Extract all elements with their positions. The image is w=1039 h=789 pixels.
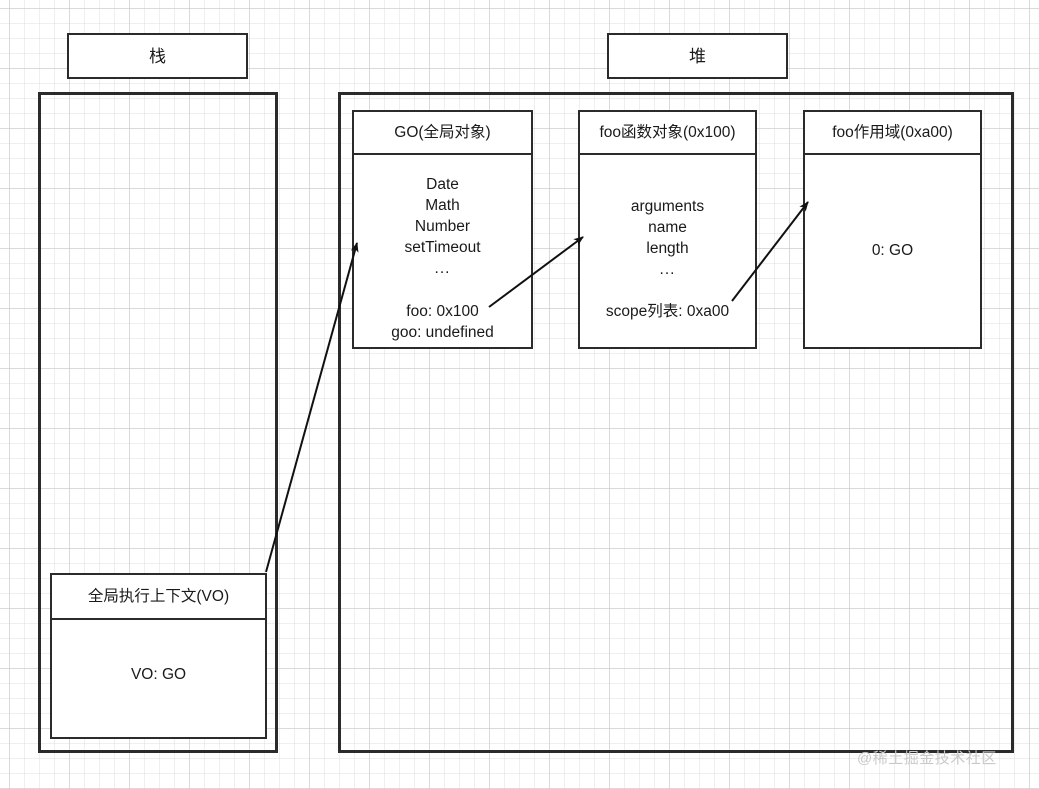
goo-entry: goo: undefined — [391, 324, 494, 341]
foo-function-object-body: arguments name length ... scope列表: 0xa00 — [580, 155, 755, 347]
foo-function-object-property-list: arguments name length ... — [580, 196, 755, 280]
stack-title-label: 栈 — [149, 46, 166, 66]
global-execution-context-value: VO: GO — [130, 666, 187, 683]
foo-scope-header: foo作用域(0xa00) — [805, 112, 980, 155]
heap-title-box: 堆 — [607, 33, 788, 79]
global-object-title: GO(全局对象) — [394, 123, 491, 141]
property-item: name — [648, 219, 687, 236]
watermark: @稀土掘金技术社区 — [857, 750, 997, 767]
property-item: Math — [425, 197, 460, 214]
property-item: Date — [426, 176, 459, 193]
foo-function-object-card: foo函数对象(0x100) arguments name length ...… — [578, 110, 757, 349]
stack-title-box: 栈 — [67, 33, 248, 79]
foo-scope-body: 0: GO — [805, 155, 980, 347]
foo-pointer-entry: foo: 0x100 — [406, 303, 479, 320]
global-object-header: GO(全局对象) — [354, 112, 531, 155]
property-item: setTimeout — [404, 239, 481, 256]
global-object-footer-list: foo: 0x100 goo: undefined — [354, 301, 531, 343]
foo-scope-card: foo作用域(0xa00) 0: GO — [803, 110, 982, 349]
property-item: arguments — [630, 198, 705, 215]
global-execution-context-body: VO: GO — [52, 620, 265, 737]
global-object-property-list: Date Math Number setTimeout ... — [354, 174, 531, 279]
property-item: Number — [414, 218, 471, 235]
foo-function-object-footer-list: scope列表: 0xa00 — [580, 301, 755, 322]
foo-scope-entry: 0: GO — [871, 242, 914, 259]
global-execution-context-header: 全局执行上下文(VO) — [52, 575, 265, 620]
foo-function-object-title: foo函数对象(0x100) — [599, 123, 736, 141]
heap-title-label: 堆 — [689, 46, 706, 66]
property-item: length — [646, 240, 689, 257]
foo-scope-title: foo作用域(0xa00) — [832, 123, 953, 141]
global-execution-context-card: 全局执行上下文(VO) VO: GO — [50, 573, 267, 739]
property-ellipsis: ... — [659, 261, 676, 278]
scope-list-entry: scope列表: 0xa00 — [605, 303, 730, 320]
global-object-body: Date Math Number setTimeout ... foo: 0x1… — [354, 155, 531, 347]
property-ellipsis: ... — [434, 260, 451, 277]
global-object-card: GO(全局对象) Date Math Number setTimeout ...… — [352, 110, 533, 349]
foo-function-object-header: foo函数对象(0x100) — [580, 112, 755, 155]
global-execution-context-title: 全局执行上下文(VO) — [87, 587, 230, 605]
